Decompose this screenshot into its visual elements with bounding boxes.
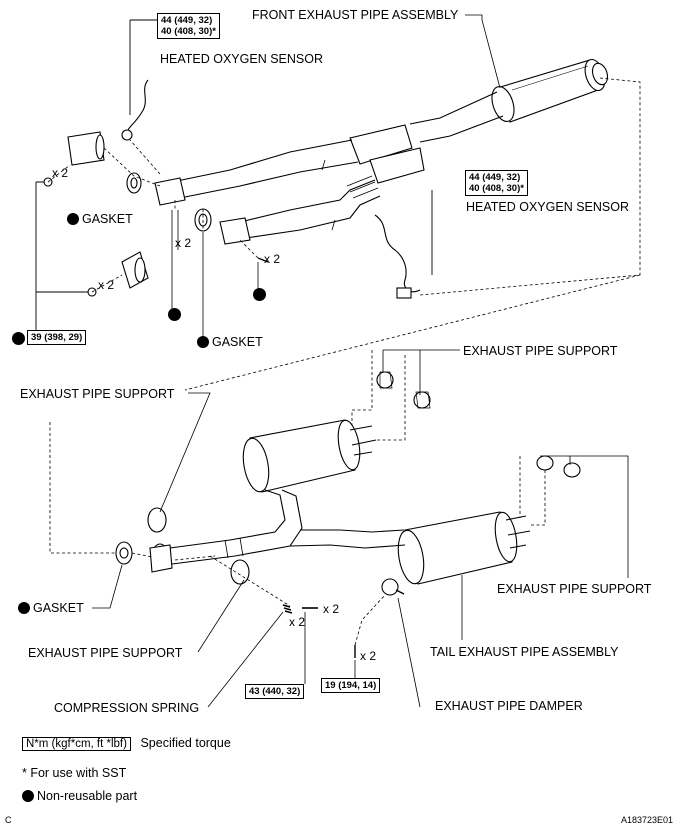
legend-non-reusable: Non-reusable part xyxy=(22,789,137,803)
quantity-label: x 2 xyxy=(175,236,192,250)
quantity-label: x 2 xyxy=(52,166,69,180)
tail-exhaust-pipe-assembly xyxy=(149,419,531,585)
non-reusable-dot xyxy=(18,602,30,614)
front-exhaust-pipe-assembly-label: FRONT EXHAUST PIPE ASSEMBLY xyxy=(252,8,459,22)
exhaust-pipe-support-label-right: EXHAUST PIPE SUPPORT xyxy=(497,582,652,596)
non-reusable-dot xyxy=(67,213,79,225)
torque-value-sst: 40 (408, 30)* xyxy=(161,26,216,37)
exhaust-pipe-support-label-bottom: EXHAUST PIPE SUPPORT xyxy=(28,646,183,660)
non-reusable-dot xyxy=(253,288,266,301)
torque-sensor-top: 44 (449, 32) 40 (408, 30)* xyxy=(157,13,220,39)
heated-oxygen-sensor-label-right: HEATED OXYGEN SENSOR xyxy=(466,200,629,214)
non-reusable-dot xyxy=(168,308,181,321)
heated-oxygen-sensor-top xyxy=(121,19,158,141)
torque-bolt-19: 19 (194, 14) xyxy=(321,678,381,693)
gasket-label-3: GASKET xyxy=(18,601,84,615)
legend-torque: N*m (kgf*cm, ft *lbf) Specified torque xyxy=(22,736,231,751)
torque-bolt-39: 39 (398, 29) xyxy=(27,330,87,345)
legend-non-reusable-text: Non-reusable part xyxy=(37,789,138,803)
front-exhaust-pipe-assembly xyxy=(154,58,609,245)
gasket-ring-1 xyxy=(126,172,142,194)
legend-sst-note: * For use with SST xyxy=(22,766,127,780)
exhaust-pipe-damper-label: EXHAUST PIPE DAMPER xyxy=(435,699,583,713)
quantity-label: x 2 xyxy=(289,615,306,629)
gasket-label-1: GASKET xyxy=(67,212,133,226)
legend-torque-unit: N*m (kgf*cm, ft *lbf) xyxy=(22,737,131,751)
quantity-label: x 2 xyxy=(360,649,377,663)
heated-oxygen-sensor-right xyxy=(374,190,433,299)
legend-torque-desc: Specified torque xyxy=(140,736,231,750)
torque-value: 44 (449, 32) xyxy=(469,172,521,183)
torque-value-sst: 40 (408, 30)* xyxy=(469,183,524,194)
gasket-text: GASKET xyxy=(212,335,263,349)
gasket-text: GASKET xyxy=(82,212,133,226)
gasket-ring-3 xyxy=(115,541,133,565)
non-reusable-dot xyxy=(22,790,34,802)
quantity-label: x 2 xyxy=(323,602,340,616)
torque-value: 44 (449, 32) xyxy=(161,15,213,26)
torque-bolt-43: 43 (440, 32) xyxy=(245,684,305,699)
non-reusable-dot xyxy=(12,332,25,345)
gasket-text: GASKET xyxy=(33,601,84,615)
gasket-label-2: GASKET xyxy=(197,335,263,349)
exhaust-pipe-supports-graphics xyxy=(147,371,581,585)
non-reusable-dot xyxy=(197,336,209,348)
compression-spring-label: COMPRESSION SPRING xyxy=(54,701,200,715)
heated-oxygen-sensor-label-top: HEATED OXYGEN SENSOR xyxy=(160,52,323,66)
quantity-label: x 2 xyxy=(264,252,281,266)
tail-exhaust-pipe-assembly-label: TAIL EXHAUST PIPE ASSEMBLY xyxy=(430,645,619,659)
torque-sensor-right: 44 (449, 32) 40 (408, 30)* xyxy=(465,170,528,196)
corner-letter: C xyxy=(5,815,12,825)
exhaust-pipe-support-label-left: EXHAUST PIPE SUPPORT xyxy=(20,387,175,401)
quantity-label: x 2 xyxy=(98,278,115,292)
exhaust-pipe-support-label-top: EXHAUST PIPE SUPPORT xyxy=(463,344,618,358)
figure-code: A183723E01 xyxy=(621,815,674,825)
